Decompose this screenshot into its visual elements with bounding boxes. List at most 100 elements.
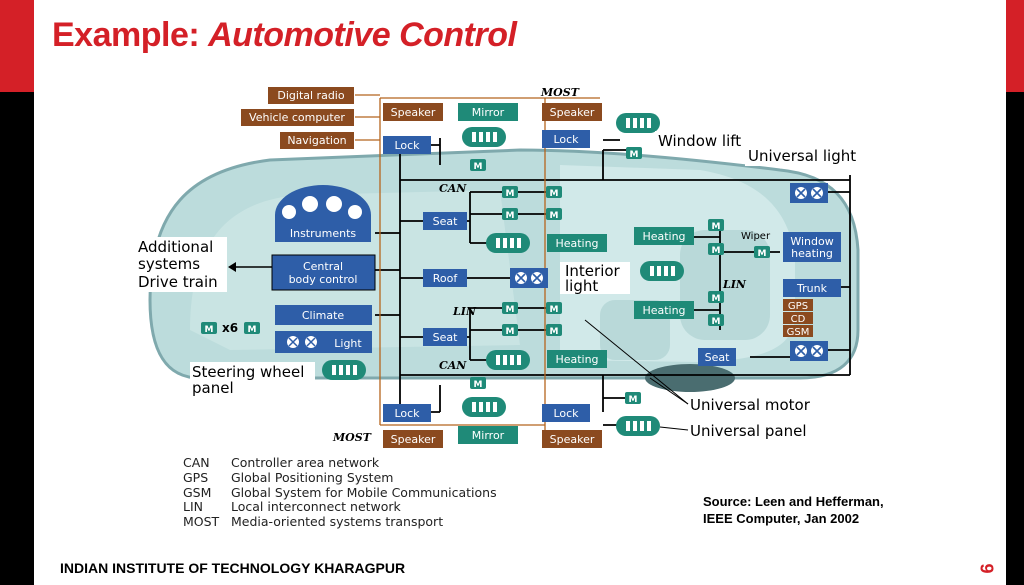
motor-icon (626, 147, 642, 160)
label-roof: Roof (433, 272, 459, 285)
title-emphasis: Automotive Control (208, 16, 517, 54)
label-heating-right-2: Heating (642, 304, 685, 317)
automotive-network-diagram: M (135, 86, 865, 448)
label-light: Light (334, 337, 362, 350)
legend-abbr: MOST (183, 514, 220, 530)
label-seat-bottom: Seat (433, 331, 458, 344)
label-heating-mid: Heating (555, 237, 598, 250)
box-instruments (275, 185, 371, 242)
left-accent-red (0, 0, 34, 92)
light-bulb-pair (789, 340, 829, 362)
box-speaker-tr (542, 103, 602, 121)
box-vehicle-computer (241, 109, 354, 126)
light-bulb-pair (789, 182, 829, 204)
bus-label-can-top: CAN (439, 182, 467, 195)
box-seat-bottom (423, 328, 467, 346)
box-speaker-br (542, 430, 602, 448)
box-seat-top (423, 212, 467, 230)
footer-institution: INDIAN INSTITUTE OF TECHNOLOGY KHARAGPUR (60, 560, 406, 576)
label-central-2: body control (289, 273, 358, 286)
page-number: 9 (976, 563, 997, 574)
legend-row: MOST Media-oriented systems transport (183, 514, 497, 530)
box-mirror-bottom (458, 426, 518, 444)
callout-steering-1: Steering wheel (192, 363, 304, 381)
box-roof (423, 269, 467, 287)
label-instruments: Instruments (290, 227, 357, 240)
legend-desc: Local interconnect network (231, 499, 401, 515)
actuator-pill (462, 397, 506, 417)
label-gsm: GSM (787, 327, 810, 338)
motor-icon (502, 302, 518, 315)
box-lock-br (542, 404, 590, 422)
label-gps: GPS (788, 301, 808, 312)
callout-interior-1: Interior (565, 262, 621, 280)
legend-desc: Global Positioning System (231, 469, 394, 485)
label-heating-low: Heating (555, 353, 598, 366)
actuator-pill (486, 350, 530, 370)
bus-label-most-top: MOST (540, 86, 580, 99)
box-mirror-top (458, 103, 518, 121)
label-navigation: Navigation (287, 134, 346, 147)
legend-desc: Global System for Mobile Communications (231, 484, 497, 500)
box-climate (275, 305, 372, 325)
right-accent-bar (1006, 0, 1024, 585)
label-vehicle-computer: Vehicle computer (249, 111, 345, 124)
callout-universal-motor: Universal motor (690, 396, 811, 414)
motor-icon (625, 392, 641, 405)
box-window-heating (783, 232, 841, 262)
motor-icon (546, 208, 562, 221)
box-light (275, 331, 372, 353)
label-speaker-bl: Speaker (391, 433, 436, 446)
label-speaker-tr: Speaker (550, 106, 595, 119)
label-mirror-top: Mirror (472, 106, 505, 119)
motor-icon (708, 219, 724, 232)
motor-icon (201, 322, 217, 335)
callout-universal-panel: Universal panel (690, 422, 806, 440)
box-heating-right-2 (634, 301, 694, 319)
bus-label-lin-right: LIN (722, 278, 747, 291)
bus-label-lin-left: LIN (452, 305, 477, 318)
box-navigation (280, 132, 354, 149)
legend-abbr: CAN (183, 455, 210, 470)
motor-icon (502, 324, 518, 337)
label-lock-tr: Lock (553, 133, 579, 146)
motor-icon (546, 186, 562, 199)
callout-wiper: Wiper (741, 231, 771, 242)
box-heating-low (547, 350, 607, 368)
label-lock-bl: Lock (394, 407, 420, 420)
box-lock-tr (542, 130, 590, 148)
slide-title: Example: Automotive Control (52, 16, 517, 55)
label-speaker-tl: Speaker (391, 106, 436, 119)
motor-icon (470, 159, 486, 172)
legend-row: GSM Global System for Mobile Communicatio… (183, 484, 497, 501)
title-prefix: Example: (52, 16, 209, 54)
actuator-pill (616, 416, 660, 436)
right-accent-red (1006, 0, 1024, 92)
label-window-heating-2: heating (791, 247, 833, 260)
source-citation: Source: Leen and Hefferman, IEEE Compute… (703, 493, 884, 527)
motor-icon (546, 324, 562, 337)
label-heating-right-1: Heating (642, 230, 685, 243)
box-speaker-tl (383, 103, 443, 121)
label-seat-top: Seat (433, 215, 458, 228)
box-heating-mid (547, 234, 607, 252)
legend-desc: Media-oriented systems transport (231, 514, 444, 530)
box-cd (783, 312, 813, 324)
arrow-left-icon (228, 262, 236, 272)
label-seat-right: Seat (705, 351, 730, 364)
box-speaker-bl (383, 430, 443, 448)
legend-abbr: GSM (183, 484, 212, 500)
box-seat-right (698, 348, 736, 366)
label-mirror-bottom: Mirror (472, 429, 505, 442)
callout-steering-2: panel (192, 379, 234, 397)
light-bulb-pair (509, 267, 549, 289)
box-trunk (783, 279, 841, 297)
box-lock-bl (383, 404, 431, 422)
actuator-pill (616, 113, 660, 133)
label-cd: CD (791, 314, 806, 325)
box-digital-radio (268, 87, 354, 104)
label-window-heating-1: Window (790, 235, 833, 248)
